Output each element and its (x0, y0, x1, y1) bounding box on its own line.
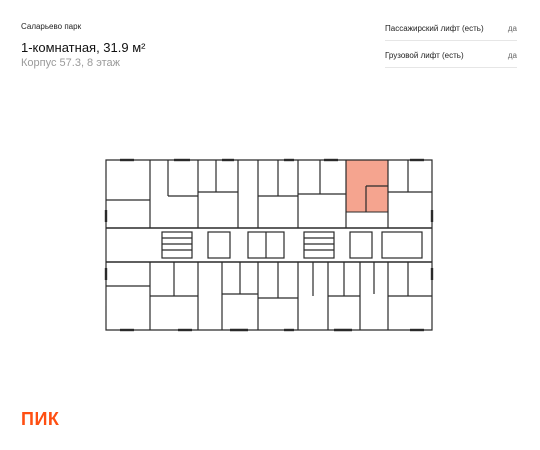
feature-divider (385, 67, 517, 68)
feature-value: да (507, 51, 517, 60)
floor-plan (104, 158, 434, 332)
feature-freight-lift: Грузовой лифт (есть) да (385, 51, 517, 60)
feature-label: Пассажирский лифт (есть) (385, 24, 484, 33)
plan-walls (105, 159, 433, 331)
feature-passenger-lift: Пассажирский лифт (есть) да (385, 24, 517, 33)
project-name: Саларьево парк (21, 22, 82, 31)
feature-divider (385, 40, 517, 41)
feature-value: да (507, 24, 517, 33)
plan-windows (104, 158, 434, 332)
feature-label: Грузовой лифт (есть) (385, 51, 464, 60)
pik-logo: ПИК (21, 409, 60, 429)
apartment-location: Корпус 57.3, 8 этаж (21, 57, 120, 69)
apartment-title: 1-комнатная, 31.9 м² (21, 40, 146, 55)
